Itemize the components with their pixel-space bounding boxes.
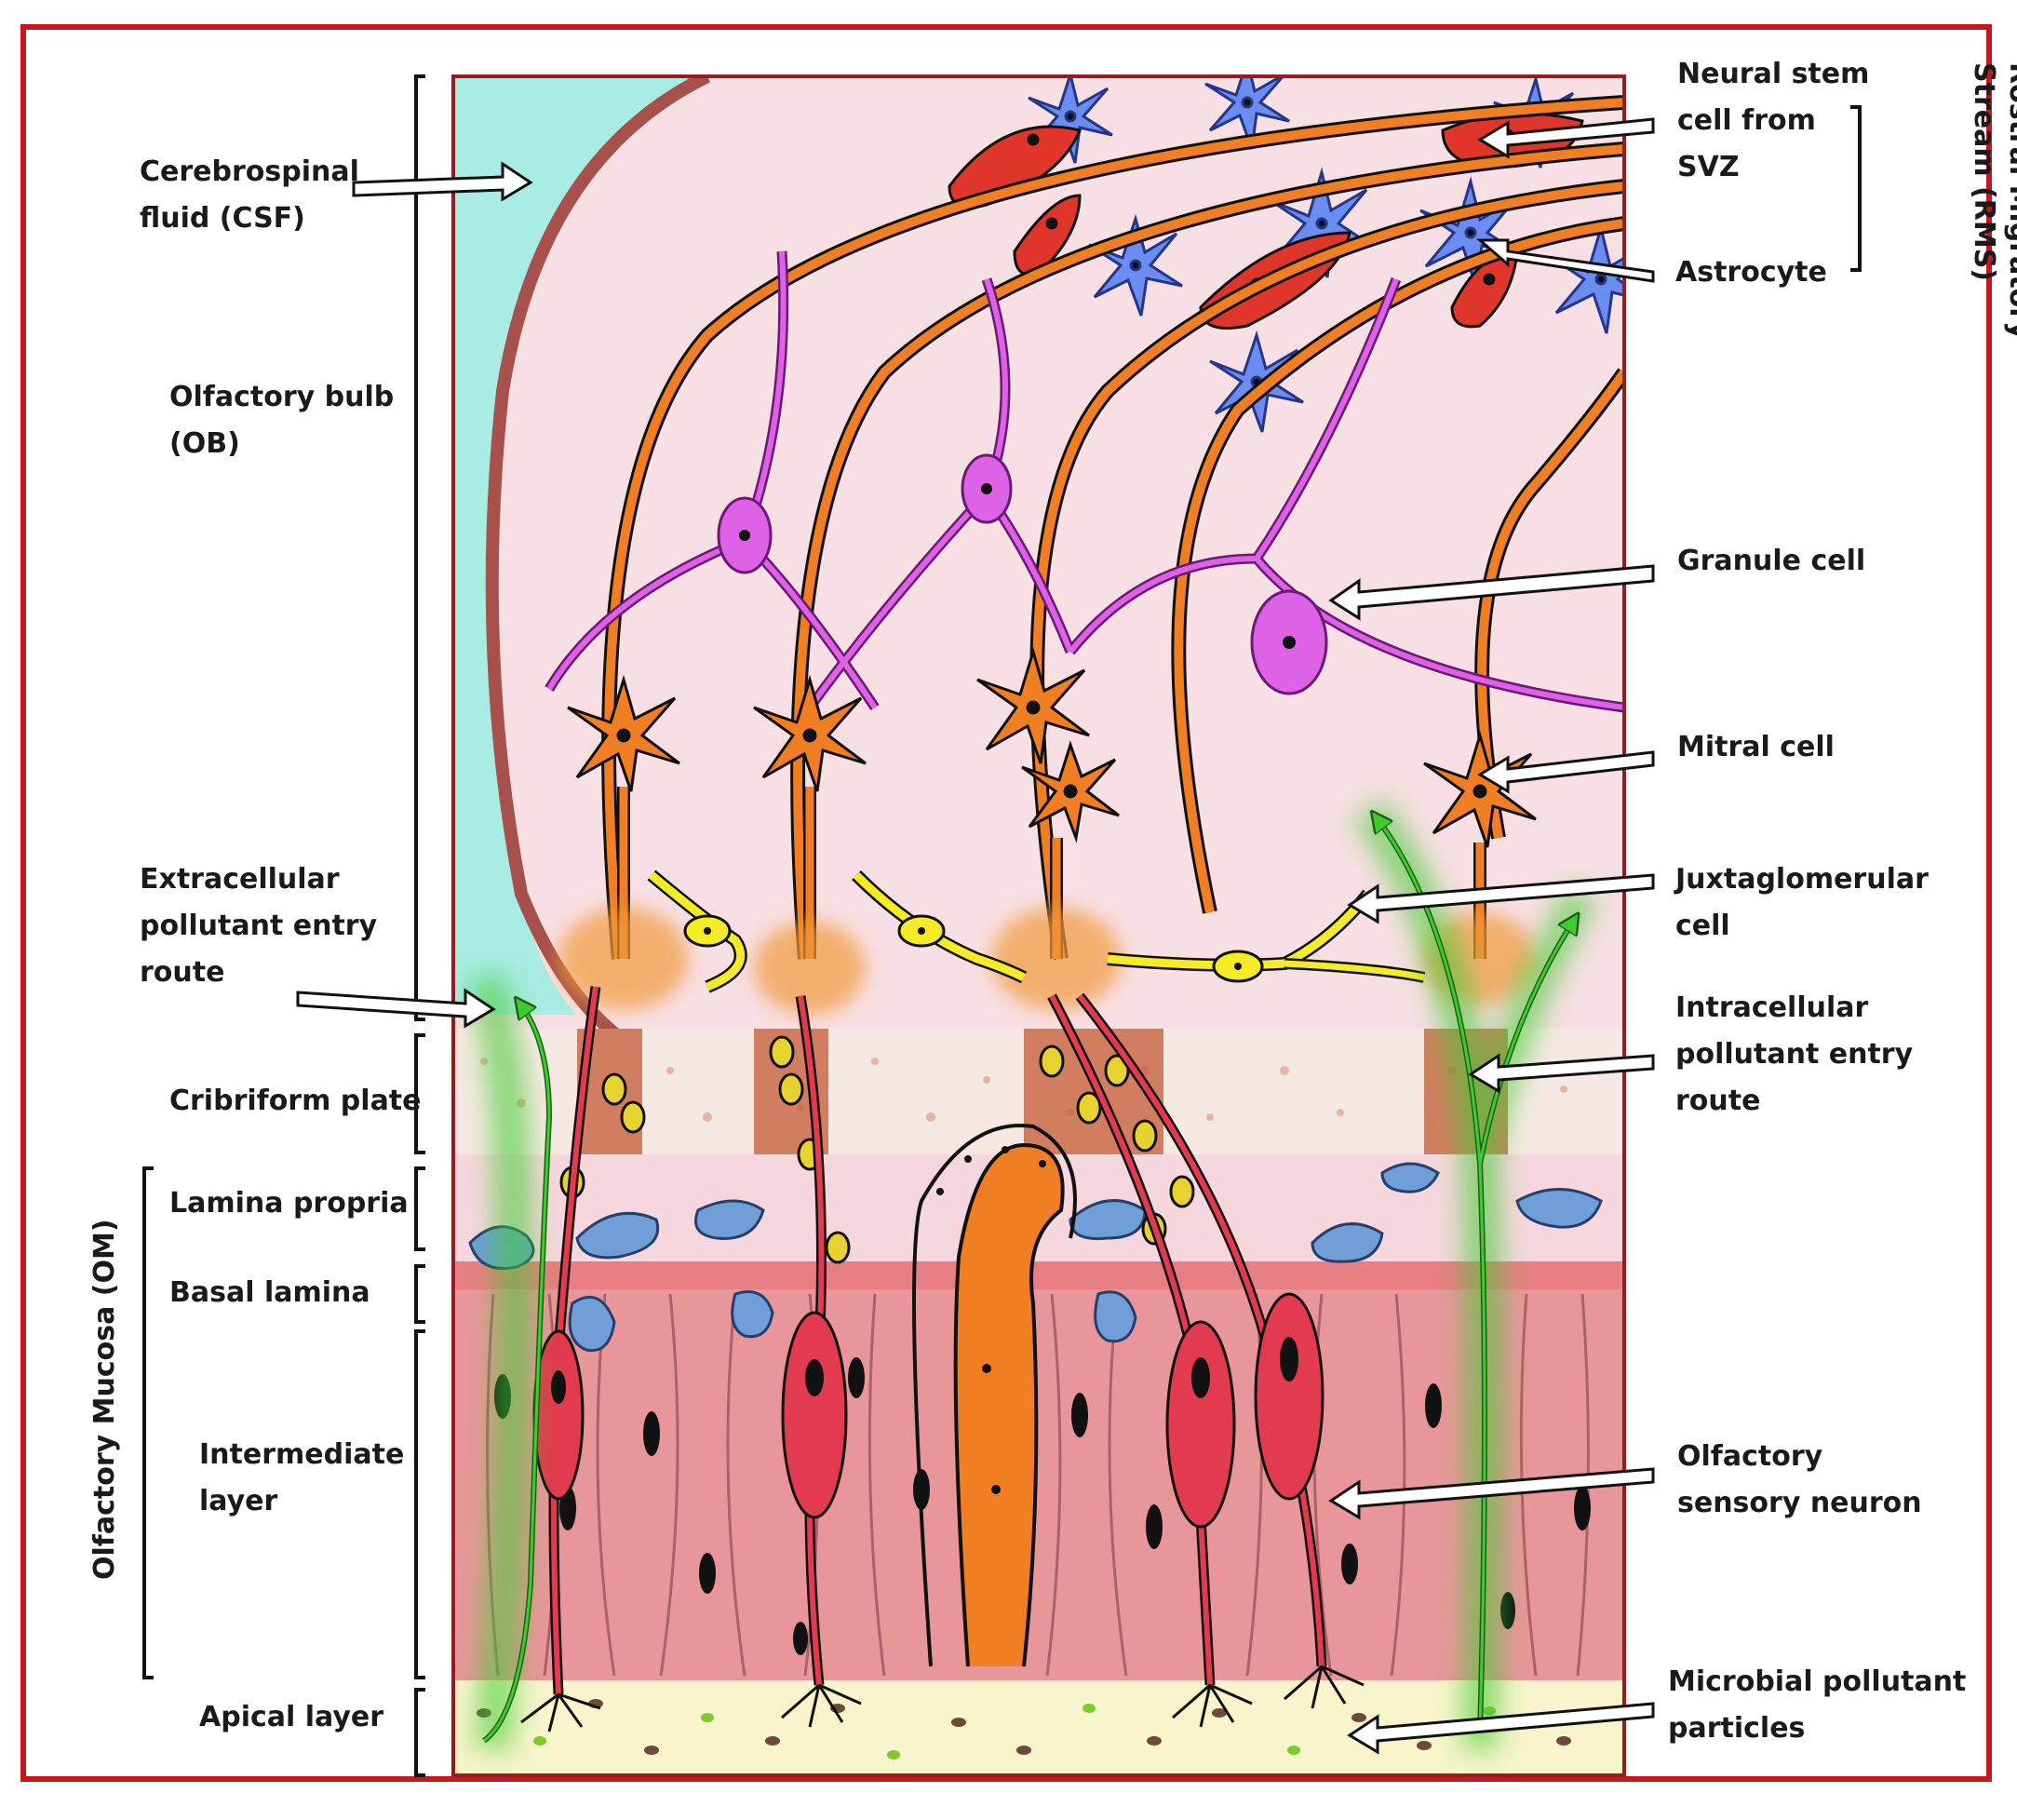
basal-lamina-band bbox=[453, 1261, 1624, 1289]
csf-label: Cerebrospinal fluid (CSF) bbox=[140, 155, 359, 235]
granule-cell-label: Granule cell bbox=[1677, 545, 1866, 577]
intermediate-layer-label: Intermediate layer bbox=[199, 1438, 405, 1517]
lamina-propria-cells bbox=[468, 1162, 1603, 1353]
pollutant-routes bbox=[483, 819, 1573, 1743]
extracellular-route-label: Extracellular pollutant entry route bbox=[140, 863, 378, 989]
bowmans-gland bbox=[912, 1124, 1077, 1667]
mitral-cell-label: Mitral cell bbox=[1677, 731, 1835, 763]
astrocyte-label: Astrocyte bbox=[1675, 256, 1827, 289]
figure-frame bbox=[20, 24, 1992, 1782]
rms-label: Rostral Migratory Stream (RMS) bbox=[1968, 62, 2017, 340]
bulb-membrane bbox=[485, 76, 711, 1039]
osn-cilia bbox=[520, 1665, 1365, 1732]
olfactory-sensory-neuron-label: Olfactory sensory neuron bbox=[1677, 1440, 1922, 1519]
olfactory-mucosa-label: Olfactory Mucosa (OM) bbox=[88, 1219, 121, 1580]
lamina-propria-label: Lamina propria bbox=[169, 1187, 409, 1220]
olfactory-bulb-label: Olfactory bulb (OB) bbox=[169, 381, 395, 460]
intermediate-layer-region bbox=[453, 1289, 1624, 1680]
juxtaglomerular-cells bbox=[647, 870, 1426, 993]
basal-lamina-label: Basal lamina bbox=[169, 1276, 370, 1309]
rms-bracket bbox=[1850, 105, 1862, 272]
intracellular-route-label: Intracellular pollutant entry route bbox=[1675, 991, 1914, 1117]
apical-layer-label: Apical layer bbox=[199, 1701, 384, 1733]
mitral-cells bbox=[567, 646, 1537, 848]
juxtaglomerular-cell-label: Juxtaglomerular cell bbox=[1675, 863, 1929, 942]
cribriform-plate-label: Cribriform plate bbox=[169, 1085, 422, 1117]
osn-somas bbox=[532, 1292, 1324, 1529]
microbial-pollutant-label: Microbial pollutant particles bbox=[1668, 1665, 1967, 1745]
left-brackets bbox=[142, 74, 425, 1777]
panel-border bbox=[451, 74, 1626, 1777]
ensheathing-cells bbox=[559, 1035, 1195, 1264]
callout-arrows bbox=[296, 117, 1655, 1755]
neural-stem-cell-label: Neural stem cell from SVZ bbox=[1677, 58, 1870, 183]
illustration-panel bbox=[453, 76, 1624, 1775]
